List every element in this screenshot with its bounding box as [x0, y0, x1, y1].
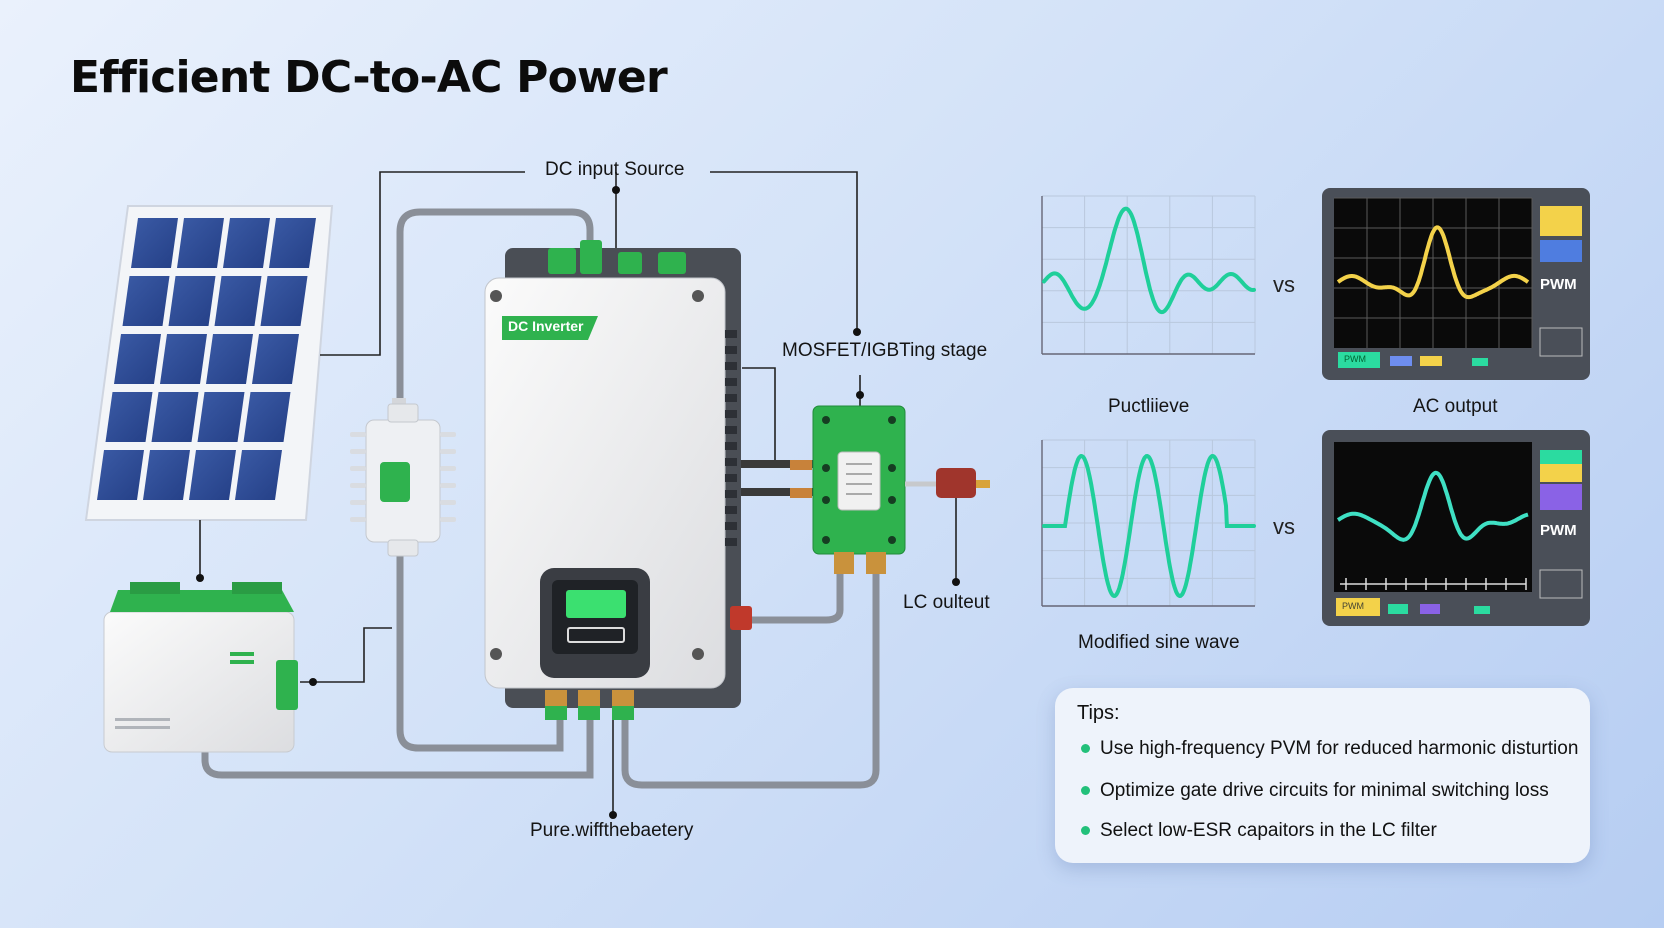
- battery-icon: [103, 582, 298, 753]
- bottom-waveform-caption: Modified sine wave: [1078, 632, 1240, 653]
- waveform-graph-top: [1041, 195, 1256, 355]
- connector-lines: [199, 171, 957, 815]
- tip-text: Optimize gate drive circuits for minimal…: [1100, 780, 1549, 801]
- solar-cell: [177, 218, 224, 268]
- scope-bottom-tag: PWM: [1342, 601, 1364, 611]
- junction-box-icon: [350, 398, 456, 557]
- cables: [201, 208, 880, 789]
- bullet-icon: [1081, 826, 1090, 836]
- solar-cell: [206, 334, 253, 384]
- page-title: Efficient DC-to-AC Power: [70, 52, 668, 103]
- top-waveform-caption: Puctliieve: [1108, 396, 1190, 417]
- solar-cell: [97, 450, 144, 500]
- battery-label: Pure.wiffthebaetery: [530, 820, 694, 841]
- solar-cell: [151, 392, 199, 442]
- solar-cell: [114, 334, 161, 384]
- solar-cell: [168, 276, 216, 326]
- tips-heading: Tips:: [1077, 702, 1120, 724]
- switching-module-icon: [741, 405, 990, 574]
- solar-cell: [131, 218, 178, 268]
- scope-bottom-pwm-label: PWM: [1540, 522, 1577, 539]
- tip-item: Select low-ESR capaitors in the LC filte…: [1081, 820, 1437, 842]
- solar-cell: [223, 218, 270, 268]
- scope-top-tag: PWM: [1344, 354, 1366, 364]
- solar-cell: [105, 392, 153, 442]
- solar-cell: [197, 392, 245, 442]
- solar-cell: [252, 334, 299, 384]
- lc-output-label: LC oulteut: [903, 592, 990, 613]
- solar-cell: [269, 218, 316, 268]
- waveform-graph-bottom: [1041, 439, 1256, 607]
- solar-cell: [143, 450, 190, 500]
- tip-text: Use high-frequency PVM for reduced harmo…: [1100, 738, 1579, 759]
- solar-cell: [235, 450, 282, 500]
- solar-cell: [243, 392, 291, 442]
- inverter-badge: DC Inverter: [508, 318, 584, 334]
- vs-label-top: vs: [1273, 272, 1295, 297]
- bullet-icon: [1081, 744, 1090, 754]
- solar-cell: [214, 276, 262, 326]
- switching-stage-label: MOSFET/IGBTing stage: [782, 340, 988, 361]
- tip-item: Use high-frequency PVM for reduced harmo…: [1081, 738, 1578, 760]
- dc-input-source-label: DC input Source: [545, 159, 685, 180]
- inverter-unit-icon: [484, 240, 752, 720]
- solar-cell: [122, 276, 170, 326]
- oscilloscope-bottom-icon: [1322, 430, 1590, 626]
- vs-label-bottom: vs: [1273, 514, 1295, 539]
- tip-text: Select low-ESR capaitors in the LC filte…: [1100, 820, 1437, 841]
- bullet-icon: [1081, 786, 1090, 796]
- tip-item: Optimize gate drive circuits for minimal…: [1081, 780, 1549, 802]
- oscilloscope-top-icon: [1322, 188, 1590, 380]
- solar-cell: [160, 334, 207, 384]
- scope-top-pwm-label: PWM: [1540, 276, 1577, 293]
- solar-cell: [260, 276, 308, 326]
- tips-card: Tips: Use high-frequency PVM for reduced…: [1055, 688, 1590, 863]
- ac-output-caption: AC output: [1413, 396, 1498, 417]
- solar-cell: [189, 450, 236, 500]
- solar-panel-icon: [84, 205, 334, 521]
